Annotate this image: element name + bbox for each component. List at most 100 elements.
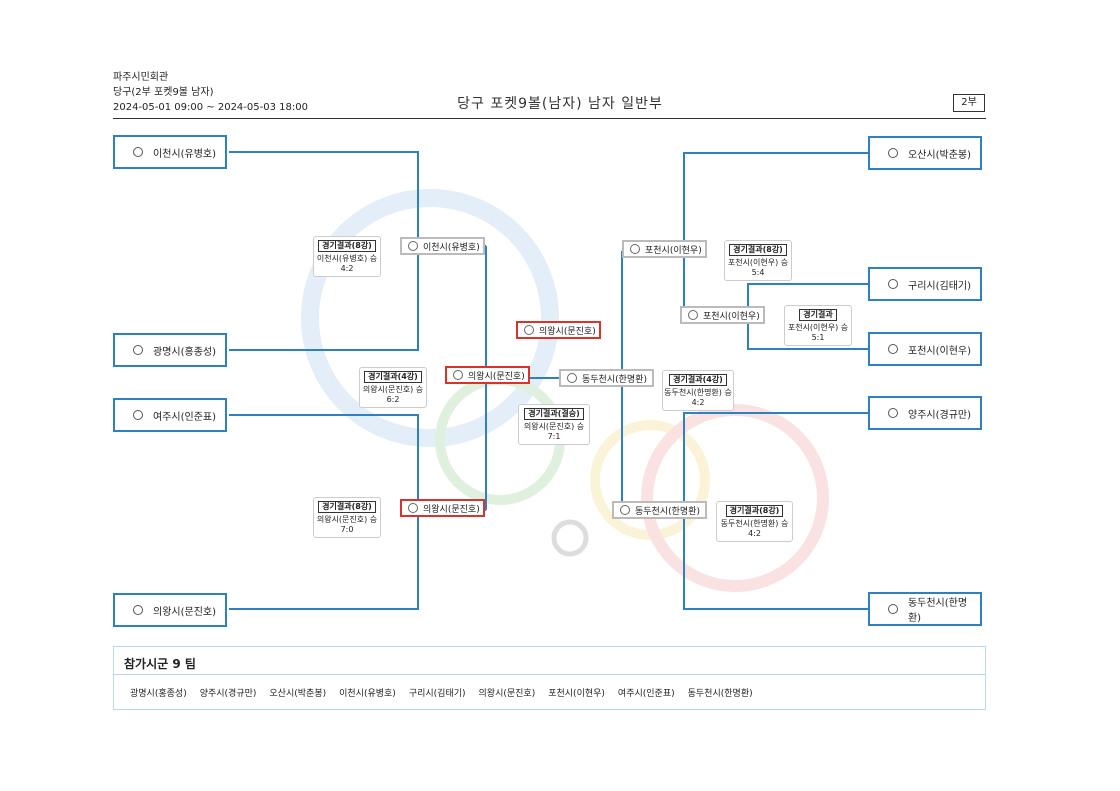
result-title: 경기결과(8강) bbox=[725, 505, 784, 517]
result-score: 4:2 bbox=[340, 264, 354, 273]
city-emblem-icon bbox=[882, 278, 904, 290]
participant-item: 의왕시(문진호) bbox=[478, 689, 536, 699]
match-box-champion[interactable]: 의왕시(문진호) bbox=[516, 321, 601, 339]
result-score: 5:1 bbox=[811, 333, 825, 342]
city-emblem-icon bbox=[688, 310, 698, 320]
result-card: 경기결과(4강) 의왕시(문진호) 승 6:2 bbox=[359, 367, 427, 408]
result-title: 경기결과(8강) bbox=[729, 244, 787, 256]
participant-item: 구리시(김태기) bbox=[408, 689, 466, 699]
participants-panel: 참가시군 9 팀 광명시(홍종성) 양주시(경규만) 오산시(박춘봉) 이천시(… bbox=[113, 646, 986, 710]
team-icheon[interactable]: 이천시(유병호) bbox=[113, 135, 227, 169]
match-box-uiwang-quarter[interactable]: 의왕시(문진호) bbox=[400, 499, 485, 517]
match-label: 포천시(이현우) bbox=[703, 311, 760, 322]
city-emblem-icon bbox=[408, 503, 418, 513]
match-box-uiwang-semi[interactable]: 의왕시(문진호) bbox=[445, 366, 530, 384]
result-score: 4:2 bbox=[691, 398, 705, 407]
result-score: 6:2 bbox=[386, 395, 400, 404]
participants-heading: 참가시군 9 팀 bbox=[124, 657, 196, 671]
team-label: 양주시(경규만) bbox=[908, 409, 972, 421]
result-winner: 이천시(유병호) 승 bbox=[316, 254, 378, 263]
result-winner: 포천시(이현우) 승 bbox=[727, 258, 789, 267]
match-label: 포천시(이현우) bbox=[645, 245, 702, 256]
result-score: 5:4 bbox=[751, 268, 765, 277]
team-pocheon[interactable]: 포천시(이현우) bbox=[868, 332, 982, 366]
match-box-pocheon-round[interactable]: 포천시(이현우) bbox=[680, 306, 765, 324]
result-card: 경기결과(결승) 의왕시(문진호) 승 7:1 bbox=[518, 404, 590, 445]
city-emblem-icon bbox=[620, 505, 630, 515]
participant-item: 포천시(이현우) bbox=[548, 689, 605, 699]
result-title: 경기결과(결승) bbox=[524, 408, 584, 420]
result-winner: 의왕시(문진호) 승 bbox=[523, 422, 585, 431]
team-guri[interactable]: 구리시(김태기) bbox=[868, 267, 982, 301]
result-score: 7:0 bbox=[340, 525, 354, 534]
city-emblem-icon bbox=[567, 373, 577, 383]
city-emblem-icon bbox=[127, 409, 149, 421]
city-emblem-icon bbox=[127, 344, 149, 356]
match-label: 이천시(유병호) bbox=[423, 242, 480, 253]
result-winner: 의왕시(문진호) 승 bbox=[316, 515, 378, 524]
participant-item: 오산시(박춘봉) bbox=[269, 689, 327, 699]
city-emblem-icon bbox=[882, 147, 904, 159]
match-box-dongducheon-semi[interactable]: 동두천시(한명환) bbox=[559, 369, 654, 387]
team-gwangmyeong[interactable]: 광명시(홍종성) bbox=[113, 333, 227, 367]
city-emblem-icon bbox=[453, 370, 463, 380]
city-emblem-icon bbox=[882, 407, 904, 419]
result-title: 경기결과(8강) bbox=[318, 240, 376, 252]
result-winner: 동두천시(한명환) 승 bbox=[720, 519, 789, 528]
result-card: 경기결과(8강) 이천시(유병호) 승 4:2 bbox=[313, 236, 381, 277]
team-label: 동두천시(한명환) bbox=[907, 598, 968, 624]
match-label: 의왕시(문진호) bbox=[539, 326, 596, 337]
team-label: 의왕시(문진호) bbox=[153, 606, 217, 618]
result-card: 경기결과 포천시(이현우) 승 5:1 bbox=[784, 305, 852, 346]
match-box-pocheon-quarter[interactable]: 포천시(이현우) bbox=[622, 240, 707, 258]
header-divider bbox=[113, 118, 986, 119]
participant-item: 여주시(인준표) bbox=[617, 689, 675, 699]
participants-list: 광명시(홍종성) 양주시(경규만) 오산시(박춘봉) 이천시(유병호) 구리시(… bbox=[130, 686, 766, 699]
result-title: 경기결과 bbox=[799, 309, 837, 321]
team-label: 포천시(이현우) bbox=[908, 345, 972, 357]
venue-text: 파주시민회관 bbox=[113, 72, 169, 83]
division-badge: 2부 bbox=[953, 94, 985, 112]
team-uiwang[interactable]: 의왕시(문진호) bbox=[113, 593, 227, 627]
result-score: 4:2 bbox=[748, 529, 761, 538]
team-yangju[interactable]: 양주시(경규만) bbox=[868, 396, 982, 430]
city-emblem-icon bbox=[882, 603, 904, 615]
team-yeoju[interactable]: 여주시(인준표) bbox=[113, 398, 227, 432]
match-box-dongducheon-quarter[interactable]: 동두천시(한명환) bbox=[612, 501, 707, 519]
team-label: 이천시(유병호) bbox=[153, 148, 217, 160]
city-emblem-icon bbox=[408, 241, 418, 251]
page-title: 당구 포켓9볼(남자) 남자 일반부 bbox=[457, 96, 663, 112]
match-label: 동두천시(한명환) bbox=[635, 506, 700, 517]
team-osan[interactable]: 오산시(박춘봉) bbox=[868, 136, 982, 170]
city-emblem-icon bbox=[630, 244, 640, 254]
result-card: 경기결과(8강) 포천시(이현우) 승 5:4 bbox=[724, 240, 792, 281]
match-label: 의왕시(문진호) bbox=[468, 371, 525, 382]
match-label: 동두천시(한명환) bbox=[582, 374, 647, 385]
team-label: 구리시(김태기) bbox=[908, 280, 972, 292]
match-box-icheon[interactable]: 이천시(유병호) bbox=[400, 237, 485, 255]
result-card: 경기결과(8강) 의왕시(문진호) 승 7:0 bbox=[313, 497, 381, 538]
participant-item: 동두천시(한명환) bbox=[687, 689, 753, 699]
result-winner: 의왕시(문진호) 승 bbox=[362, 385, 424, 394]
team-label: 여주시(인준표) bbox=[153, 411, 217, 423]
result-winner: 포천시(이현우) 승 bbox=[787, 323, 849, 332]
city-emblem-icon bbox=[127, 146, 149, 158]
date-range: 2024-05-01 09:00 ~ 2024-05-03 18:00 bbox=[113, 102, 308, 113]
participant-item: 양주시(경규만) bbox=[199, 689, 257, 699]
result-card: 경기결과(8강) 동두천시(한명환) 승 4:2 bbox=[716, 501, 793, 542]
result-winner: 동두천시(한명환) 승 bbox=[664, 388, 732, 397]
participant-item: 이천시(유병호) bbox=[339, 689, 396, 699]
participants-divider bbox=[114, 674, 985, 675]
city-emblem-icon bbox=[127, 604, 149, 616]
team-label: 광명시(홍종성) bbox=[153, 346, 217, 358]
participant-item: 광명시(홍종성) bbox=[130, 689, 187, 699]
result-title: 경기결과(4강) bbox=[364, 371, 422, 383]
result-title: 경기결과(8강) bbox=[318, 501, 376, 513]
event-text: 당구(2부 포켓9볼 남자) bbox=[113, 87, 214, 98]
result-title: 경기결과(4강) bbox=[669, 374, 727, 386]
team-dongducheon[interactable]: 동두천시(한명환) bbox=[868, 592, 982, 626]
result-score: 7:1 bbox=[547, 432, 561, 441]
result-card: 경기결과(4강) 동두천시(한명환) 승 4:2 bbox=[662, 370, 734, 411]
city-emblem-icon bbox=[524, 325, 534, 335]
city-emblem-icon bbox=[882, 343, 904, 355]
